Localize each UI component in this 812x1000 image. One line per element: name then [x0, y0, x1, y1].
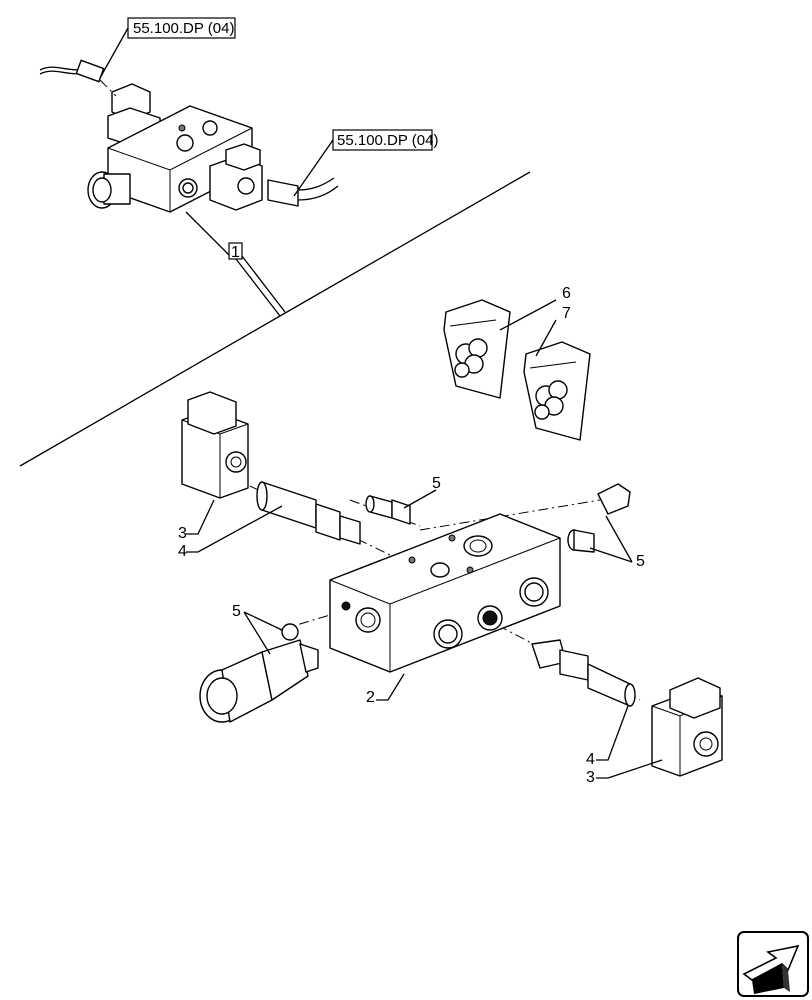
reference-text-top: 55.100.DP (04) [133, 20, 234, 37]
relief-valve-mid [365, 495, 411, 525]
cartridge-valve-left [256, 481, 361, 545]
callout-7: 7 [562, 305, 571, 322]
callout-5-right: 5 [636, 553, 645, 570]
seal-kit-bag-7 [523, 341, 591, 441]
callout-5-left: 5 [232, 603, 241, 620]
callout-5-mid: 5 [432, 475, 441, 492]
solenoid-coil-right [651, 677, 723, 777]
assembly-label: 1 [231, 244, 240, 261]
assembled-valve-view [39, 59, 339, 213]
callout-6: 6 [562, 285, 571, 302]
relief-valve-right [567, 483, 631, 553]
seal-kit-bag-6 [443, 299, 511, 399]
valve-block [329, 513, 561, 673]
callout-3-right: 3 [586, 769, 595, 786]
cartridge-valve-right [531, 639, 636, 707]
callout-3-left: 3 [178, 525, 187, 542]
reference-text-mid: 55.100.DP (04) [337, 132, 438, 149]
next-page-arrow-icon[interactable] [737, 931, 809, 997]
reference-box-top[interactable]: 55.100.DP (04) [127, 17, 236, 39]
solenoid-coil-left [181, 391, 249, 499]
pressure-valve-knob [199, 623, 319, 723]
reference-box-mid[interactable]: 55.100.DP (04) [332, 129, 438, 151]
callout-4-right: 4 [586, 751, 595, 768]
callout-2: 2 [366, 689, 375, 706]
callout-4-left: 4 [178, 543, 187, 560]
